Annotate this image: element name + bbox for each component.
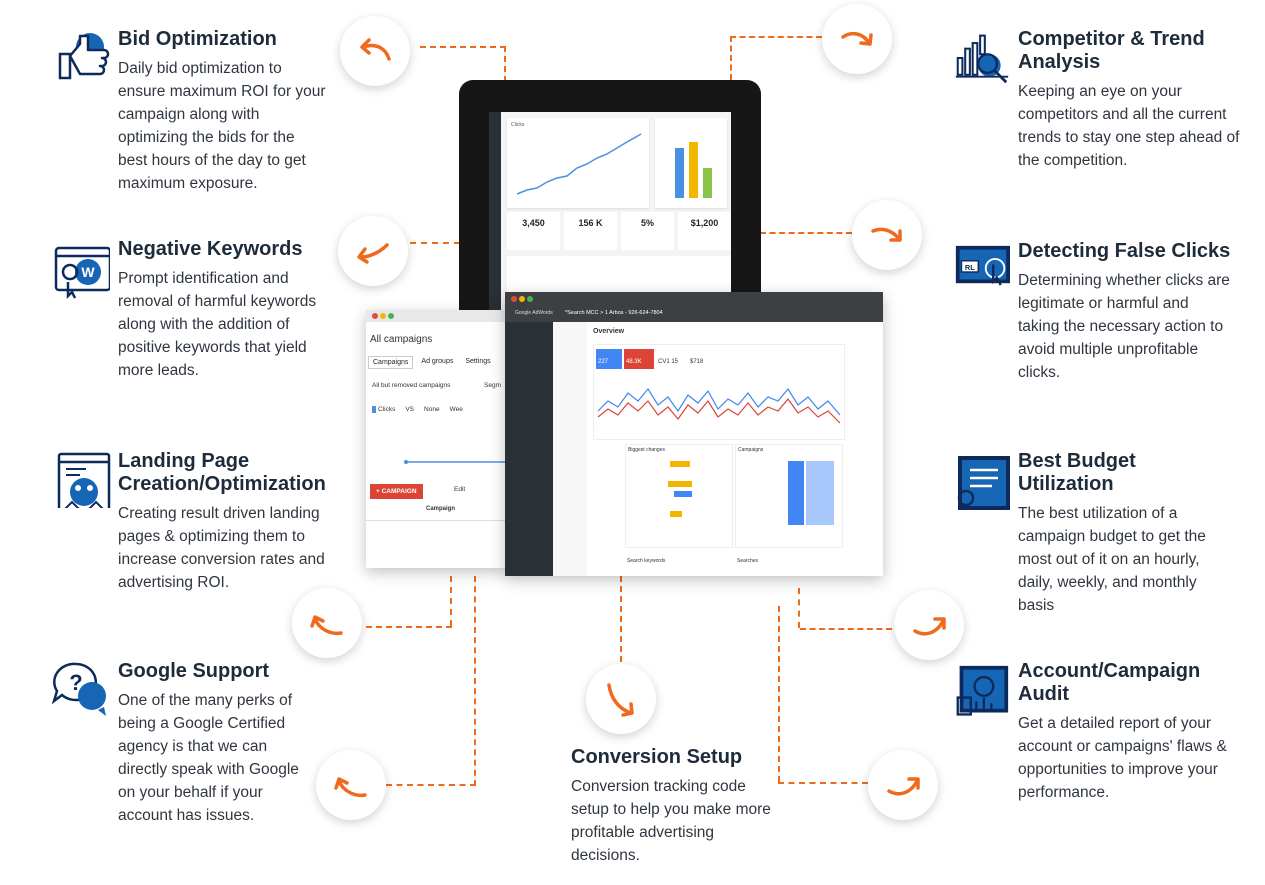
feature-google-support: Google Support One of the many perks of … — [118, 660, 318, 827]
tablet-stat-row: 3,450 156 K 5% $1,200 — [507, 212, 731, 250]
feature-account-audit: Account/Campaign Audit Get a detailed re… — [1018, 660, 1233, 804]
connector-line — [800, 628, 892, 630]
left-arrow-icon — [316, 750, 386, 820]
feature-title: Google Support — [118, 660, 270, 682]
connector-line — [410, 242, 460, 244]
panel-campaigns: Campaigns — [738, 447, 764, 453]
feature-title: Detecting False Clicks — [1018, 240, 1231, 262]
tab-campaigns[interactable]: Campaigns — [368, 356, 414, 369]
right-arrow-icon — [894, 590, 964, 660]
connector-line — [620, 576, 622, 662]
connector-line — [778, 606, 780, 782]
question-chat-icon: ? — [52, 662, 106, 716]
feature-false-clicks: Detecting False Clicks Determining wheth… — [1018, 240, 1233, 384]
connector-line — [778, 782, 868, 784]
connector-line — [450, 576, 452, 626]
feature-conversion-setup: Conversion Setup Conversion tracking cod… — [571, 746, 776, 867]
connector-line — [474, 576, 476, 786]
connector-line — [760, 232, 852, 234]
adwords-overview-window: Google AdWords *Search MCC > 1 Arbos - 9… — [505, 292, 883, 576]
connector-line — [386, 784, 476, 786]
new-campaign-button[interactable]: + CAMPAIGN — [370, 484, 423, 499]
overview-heading: Overview — [593, 328, 625, 335]
kpi-tile: CV1 15 — [658, 359, 679, 365]
svg-text:RL: RL — [965, 263, 975, 272]
right-arrow-icon — [868, 750, 938, 820]
feature-description: Get a detailed report of your account or… — [1018, 715, 1227, 801]
week-select[interactable]: Wee — [449, 406, 463, 413]
panel-searches: Searches — [737, 558, 759, 564]
left-arrow-icon — [338, 216, 408, 286]
right-arrow-icon — [822, 4, 892, 74]
thumbs-up-icon — [58, 33, 110, 80]
segment-label[interactable]: Segm — [484, 382, 501, 389]
connector-line — [420, 46, 506, 48]
budget-report-icon — [957, 456, 1010, 510]
feature-competitor-trend: Competitor & Trend Analysis Keeping an e… — [1018, 28, 1248, 172]
overview-line-chart — [597, 387, 841, 424]
edit-button[interactable]: Edit — [454, 486, 466, 493]
kpi-tile: 48.3K — [624, 349, 654, 369]
kpi-tile: $718 — [690, 359, 704, 365]
metric-select[interactable]: Clicks — [372, 406, 395, 413]
svg-text:?: ? — [69, 670, 82, 695]
stat-value: 3,450 — [507, 212, 560, 250]
connector-line — [798, 588, 800, 628]
feature-description: The best utilization of a campaign budge… — [1018, 505, 1206, 614]
vs-label: VS — [405, 406, 415, 413]
feature-description: Prompt identification and removal of har… — [118, 270, 317, 379]
svg-text:W: W — [81, 264, 95, 280]
panel-biggest-changes: Biggest changes — [628, 447, 665, 453]
tablet-screen: Clicks 3,450 156 K 5% $1,200 — [489, 112, 731, 320]
left-arrow-icon — [340, 16, 410, 86]
feature-description: Conversion tracking code setup to help y… — [571, 778, 771, 864]
feature-description: Keeping an eye on your competitors and a… — [1018, 83, 1240, 169]
feature-description: Daily bid optimization to ensure maximum… — [118, 60, 326, 192]
tab-settings[interactable]: Settings — [465, 358, 491, 365]
kpi-tile: 227 — [596, 349, 622, 369]
feature-bid-optimization: Bid Optimization Daily bid optimization … — [118, 28, 328, 195]
www-search-icon: W — [54, 246, 110, 300]
down-arrow-icon — [586, 664, 656, 734]
click-detect-icon: RL — [955, 245, 1010, 286]
feature-description: Determining whether clicks are legitimat… — [1018, 272, 1230, 381]
connector-line — [366, 626, 452, 628]
stat-value: 156 K — [564, 212, 617, 250]
connector-line — [504, 46, 506, 82]
feature-landing-page: Landing Page Creation/Optimization Creat… — [118, 450, 333, 594]
feature-title: Conversion Setup — [571, 746, 743, 768]
campaign-filter[interactable]: All but removed campaigns — [372, 382, 451, 389]
feature-title: Best Budget Utilization — [1018, 450, 1136, 495]
feature-description: Creating result driven landing pages & o… — [118, 505, 325, 591]
adwords-brand: Google AdWords — [515, 310, 553, 316]
left-arrow-icon — [292, 588, 362, 658]
connector-line — [730, 36, 822, 38]
feature-budget-utilization: Best Budget Utilization The best utiliza… — [1018, 450, 1218, 617]
tablet-line-chart — [516, 133, 642, 195]
campaign-mini-chart — [404, 460, 506, 464]
campaigns-heading: All campaigns — [370, 334, 433, 345]
landing-page-icon — [57, 452, 111, 508]
audit-icon — [956, 665, 1009, 716]
tab-ad-groups[interactable]: Ad groups — [421, 358, 454, 365]
clicks-label: Clicks — [511, 122, 525, 128]
feature-title: Account/Campaign Audit — [1018, 660, 1201, 705]
connector-line — [730, 36, 732, 80]
feature-title: Negative Keywords — [118, 238, 303, 260]
tablet-mockup: Clicks 3,450 156 K 5% $1,200 — [459, 80, 761, 320]
account-breadcrumb[interactable]: *Search MCC > 1 Arbos - 926-624-7804 — [565, 310, 663, 316]
trend-analysis-icon — [955, 34, 1009, 84]
feature-title: Landing Page Creation/Optimization — [118, 450, 326, 495]
feature-title: Competitor & Trend Analysis — [1018, 28, 1205, 73]
panel-search-keywords: Search keywords — [627, 558, 666, 564]
stat-value: $1,200 — [678, 212, 731, 250]
feature-negative-keywords: Negative Keywords Prompt identification … — [118, 238, 328, 382]
right-arrow-icon — [852, 200, 922, 270]
compare-select[interactable]: None — [424, 406, 440, 413]
column-campaign: Campaign — [426, 506, 456, 512]
feature-title: Bid Optimization — [118, 28, 277, 50]
feature-description: One of the many perks of being a Google … — [118, 692, 299, 824]
stat-value: 5% — [621, 212, 674, 250]
adwords-campaigns-window: All campaigns Campaigns Ad groups Settin… — [366, 310, 506, 568]
